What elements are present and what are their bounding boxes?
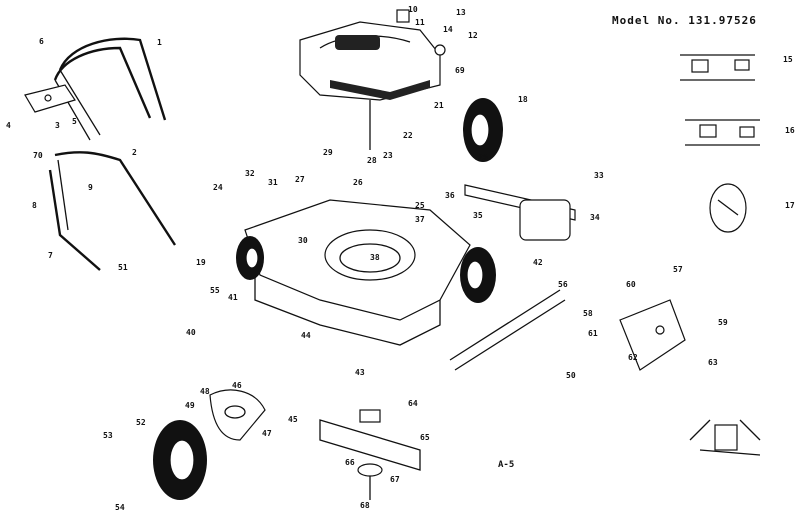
callout-19: 19 xyxy=(196,258,206,267)
rear-baffle xyxy=(464,184,576,241)
callout-25: 25 xyxy=(415,201,425,210)
callout-45: 45 xyxy=(288,415,298,424)
callout-56: 56 xyxy=(558,280,568,289)
callout-51: 51 xyxy=(118,263,128,272)
callout-10: 10 xyxy=(408,5,418,14)
mower-deck xyxy=(244,199,471,346)
callout-27: 27 xyxy=(295,175,305,184)
front-right-wheel xyxy=(460,247,496,303)
callout-49: 49 xyxy=(185,401,195,410)
callout-21: 21 xyxy=(434,101,444,110)
callout-52: 52 xyxy=(136,418,146,427)
callout-4: 4 xyxy=(6,121,11,130)
callout-17: 17 xyxy=(785,201,795,210)
callout-12: 12 xyxy=(468,31,478,40)
callout-38: 38 xyxy=(370,253,380,262)
callout-36: 36 xyxy=(445,191,455,200)
callout-30: 30 xyxy=(298,236,308,245)
recoil-inset-17 xyxy=(709,183,747,233)
callout-24: 24 xyxy=(213,183,223,192)
callout-44: 44 xyxy=(301,331,311,340)
callout-23: 23 xyxy=(383,151,393,160)
rear-right-wheel xyxy=(463,98,503,162)
callout-2: 2 xyxy=(132,148,137,157)
callout-5: 5 xyxy=(72,117,77,126)
callouts: 1 2 3 4 5 6 7 8 9 10 11 12 13 14 15 16 1… xyxy=(6,5,795,512)
shield-inset xyxy=(689,419,761,456)
callout-46: 46 xyxy=(232,381,242,390)
callout-31: 31 xyxy=(268,178,278,187)
rear-wheel-bracket xyxy=(619,299,686,371)
callout-43: 43 xyxy=(355,368,365,377)
blade-assembly xyxy=(319,409,421,500)
callout-57: 57 xyxy=(673,265,683,274)
callout-59: 59 xyxy=(718,318,728,327)
callout-15: 15 xyxy=(783,55,793,64)
callout-1: 1 xyxy=(157,38,162,47)
callout-22: 22 xyxy=(403,131,413,140)
callout-26: 26 xyxy=(353,178,363,187)
parts-bag-inset-15 xyxy=(680,54,755,81)
lower-handle xyxy=(48,151,177,271)
callout-41: 41 xyxy=(228,293,238,302)
page-label: A-5 xyxy=(498,460,515,470)
callout-3: 3 xyxy=(55,121,60,130)
callout-37: 37 xyxy=(415,215,425,224)
callout-40: 40 xyxy=(186,328,196,337)
callout-32: 32 xyxy=(245,169,255,178)
callout-60: 60 xyxy=(626,280,636,289)
callout-50: 50 xyxy=(566,371,576,380)
callout-18: 18 xyxy=(518,95,528,104)
rear-left-wheel xyxy=(236,236,264,280)
callout-9: 9 xyxy=(88,183,93,192)
callout-14: 14 xyxy=(443,25,453,34)
callout-48: 48 xyxy=(200,387,210,396)
callout-68: 68 xyxy=(360,501,370,510)
callout-54: 54 xyxy=(115,503,125,512)
callout-33: 33 xyxy=(594,171,604,180)
front-wheel-exploded xyxy=(153,420,207,500)
control-bracket xyxy=(24,84,76,113)
callout-58: 58 xyxy=(583,309,593,318)
model-number: Model No. 131.97526 xyxy=(612,14,757,27)
callout-66: 66 xyxy=(345,458,355,467)
callout-28: 28 xyxy=(367,156,377,165)
callout-61: 61 xyxy=(588,329,598,338)
callout-42: 42 xyxy=(533,258,543,267)
parts-bag-inset-16 xyxy=(685,119,760,146)
callout-11: 11 xyxy=(415,18,425,27)
callout-47: 47 xyxy=(262,429,272,438)
callout-64: 64 xyxy=(408,399,418,408)
callout-16: 16 xyxy=(785,126,795,135)
callout-53: 53 xyxy=(103,431,113,440)
engine xyxy=(299,9,446,150)
callout-69: 69 xyxy=(455,66,465,75)
callout-34: 34 xyxy=(590,213,600,222)
callout-29: 29 xyxy=(323,148,333,157)
callout-62: 62 xyxy=(628,353,638,362)
callout-6: 6 xyxy=(39,37,44,46)
callout-35: 35 xyxy=(473,211,483,220)
callout-67: 67 xyxy=(390,475,400,484)
callout-13: 13 xyxy=(456,8,466,17)
callout-7: 7 xyxy=(48,251,53,260)
side-strip xyxy=(449,289,566,371)
height-adjuster xyxy=(209,389,266,441)
callout-63: 63 xyxy=(708,358,718,367)
callout-70: 70 xyxy=(33,151,43,160)
callout-55: 55 xyxy=(210,286,220,295)
callout-20: 20 xyxy=(478,153,488,162)
callout-65: 65 xyxy=(420,433,430,442)
callout-8: 8 xyxy=(32,201,37,210)
